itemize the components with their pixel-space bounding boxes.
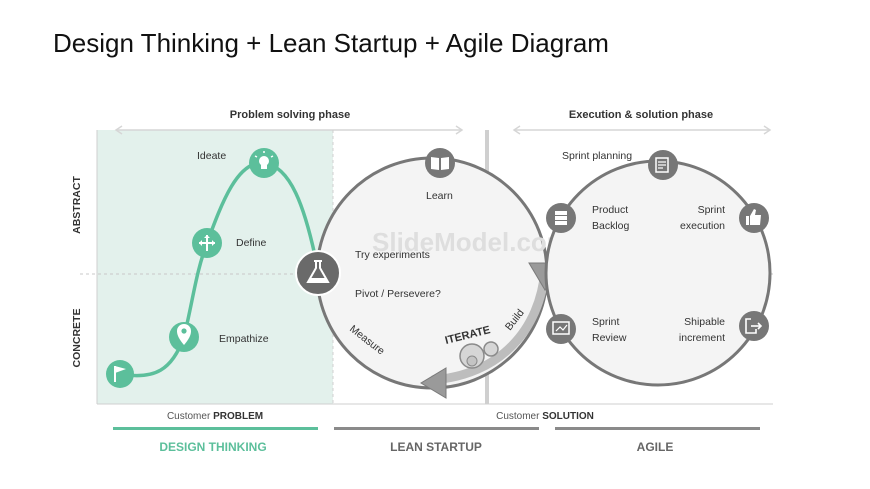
design-step-empathize: Empathize [219,333,269,345]
book-icon [425,148,455,178]
agile-execution-line2: execution [680,220,725,232]
thumbs-up-icon [739,203,769,233]
agile-increment-line1: Shipable [684,316,725,328]
location-pin-icon [169,322,199,352]
customer-solution-bold: SOLUTION [542,411,594,422]
execution-phase-label: Execution & solution phase [569,109,713,121]
flask-icon [295,250,341,296]
lean-startup-bar [334,427,539,430]
customer-problem-prefix: Customer [167,411,213,422]
build-measure-arc [431,269,550,385]
abstract-axis-label: ABSTRACT [71,176,83,234]
measure-arrowhead [420,367,447,399]
design-thinking-panel [97,130,333,404]
agile-review-line2: Review [592,332,627,344]
agile-backlog-line1: Product [592,204,628,216]
presentation-icon [546,314,576,344]
design-step-ideate: Ideate [197,150,226,162]
database-icon [546,203,576,233]
gears-icon [459,341,499,369]
lean-try-label: Try experiments [355,249,430,261]
lightbulb-icon [249,148,279,178]
watermark: SlideModel.com [372,227,570,257]
customer-solution-label: Customer SOLUTION [496,411,594,422]
agile-bar [555,427,760,430]
customer-problem-bold: PROBLEM [213,411,263,422]
agile-backlog-line2: Backlog [592,220,630,232]
design-thinking-brand: DESIGN THINKING [159,440,266,454]
directions-icon [192,228,222,258]
agile-loop [544,159,772,387]
problem-phase-label: Problem solving phase [230,109,350,121]
flag-icon [106,360,134,388]
concrete-axis-label: CONCRETE [71,309,83,368]
checklist-icon [648,150,678,180]
customer-problem-label: Customer PROBLEM [167,411,263,422]
agile-increment-line2: increment [679,332,725,344]
lean-pivot-label: Pivot / Persevere? [355,288,441,300]
agile-sprint-planning-label: Sprint planning [562,150,632,162]
lean-learn-label: Learn [426,190,453,202]
problem-phase-arrow [114,125,464,135]
page-title: Design Thinking + Lean Startup + Agile D… [53,28,609,58]
design-step-define: Define [236,237,267,249]
export-icon [739,311,769,341]
design-thinking-bar [113,427,318,430]
customer-solution-prefix: Customer [496,411,542,422]
agile-execution-line1: Sprint [698,204,726,216]
agile-brand: AGILE [637,440,674,454]
agile-review-line1: Sprint [592,316,620,328]
execution-phase-arrow [512,125,772,135]
lean-startup-brand: LEAN STARTUP [390,440,482,454]
